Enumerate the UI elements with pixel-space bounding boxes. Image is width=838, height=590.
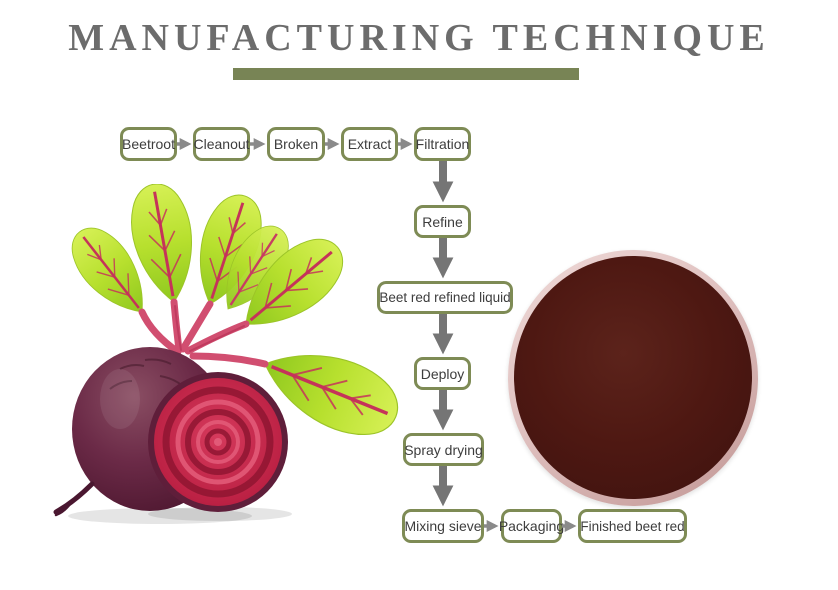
page-title: MANUFACTURING TECHNIQUE xyxy=(68,17,770,59)
flow-node-broken: Broken xyxy=(267,127,325,161)
beet-extract-bowl xyxy=(508,250,758,506)
flow-node-deploy: Deploy xyxy=(414,357,471,390)
flow-node-refine: Refine xyxy=(414,205,471,238)
flow-node-filtration: Filtration xyxy=(414,127,471,161)
title-underline xyxy=(233,68,579,80)
flow-node-beetroot: Beetroot xyxy=(120,127,177,161)
flow-node-packaging: Packaging xyxy=(499,509,564,543)
flow-node-mixing-sieve: Mixing sieve xyxy=(402,509,484,543)
flow-node-extract: Extract xyxy=(341,127,398,161)
flow-node-spray-drying: Spray drying xyxy=(403,433,484,466)
beet-extract-liquid xyxy=(514,256,752,499)
beetroot-illustration xyxy=(53,184,402,524)
flow-node-cleanout: Cleanout xyxy=(193,127,250,161)
flow-node-finished-beet-red: Finished beet red xyxy=(578,509,687,543)
flow-node-beet-red-refined-liquid: Beet red refined liquid xyxy=(377,281,513,314)
